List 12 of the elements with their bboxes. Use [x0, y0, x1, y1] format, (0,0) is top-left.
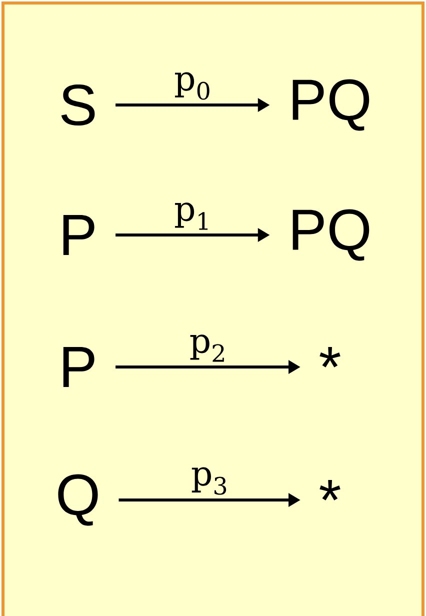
- symbol-text: *: [320, 347, 340, 368]
- edge-label: p$_{3}$: [190, 466, 230, 496]
- symbol-text: P: [63, 215, 94, 255]
- edge-label: p$_{2}$: [188, 334, 228, 363]
- edge-label: p$_{0}$: [173, 71, 212, 101]
- symbol-text: Q: [58, 474, 98, 526]
- symbol-text: *: [320, 480, 340, 500]
- symbol-text: P: [63, 347, 94, 387]
- symbol-text: PQ: [292, 79, 370, 131]
- symbol-text: S: [61, 84, 95, 126]
- edge-label: p$_{1}$: [173, 202, 212, 231]
- symbol-text: PQ: [292, 209, 370, 261]
